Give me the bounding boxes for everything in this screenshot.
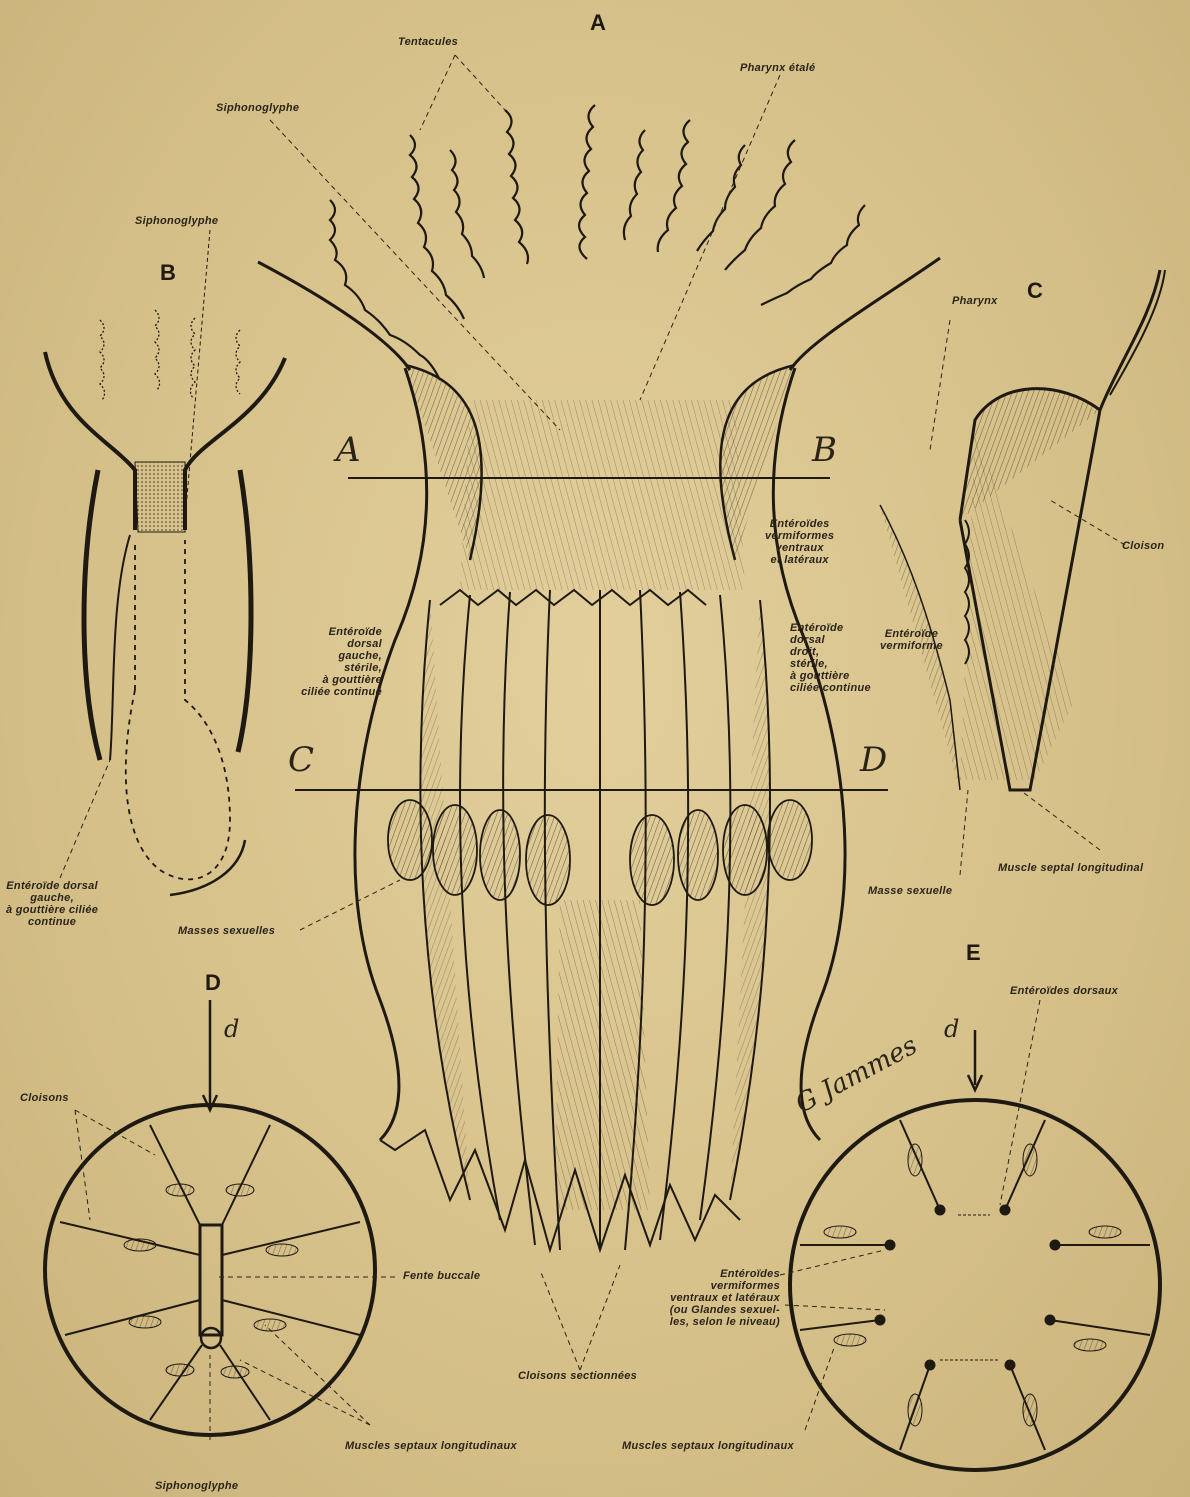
arrow-mark-e-fig: d xyxy=(944,1015,959,1043)
line: les, selon le niveau) xyxy=(610,1316,780,1328)
figure-c xyxy=(880,270,1165,790)
line: Entéroïde xyxy=(790,622,871,634)
label-muscle-septal: Muscle septal longitudinal xyxy=(998,862,1143,874)
line: stérile, xyxy=(270,662,382,674)
section-mark-b: B xyxy=(812,430,837,470)
label-enteroide-dorsal-gauche: Entéroïde dorsal gauche, stérile, à gout… xyxy=(270,626,382,698)
line: gauche, xyxy=(6,892,98,904)
line: continue xyxy=(6,916,98,928)
label-siphonoglyphe-d: Siphonoglyphe xyxy=(155,1480,238,1492)
tentacles xyxy=(330,105,865,380)
label-enteroide-dorsal-b: Entéroïde dorsal gauche, à gouttière cil… xyxy=(6,880,98,928)
label-enteroide-vermiforme-c: Entéroïde vermiforme xyxy=(880,628,943,652)
section-mark-a: A xyxy=(336,430,361,470)
line: Entéroïdes xyxy=(765,518,834,530)
line: stérile, xyxy=(790,658,871,670)
section-mark-d: D xyxy=(860,740,887,780)
label-pharynx-etale: Pharynx étalé xyxy=(740,62,815,74)
label-siphonoglyphe-a: Siphonoglyphe xyxy=(216,102,299,114)
label-tentacules: Tentacules xyxy=(398,36,458,48)
line: dorsal xyxy=(790,634,871,646)
line: Entéroïde dorsal xyxy=(6,880,98,892)
label-cloisons-sectionnees: Cloisons sectionnées xyxy=(518,1370,637,1382)
line: ciliée continue xyxy=(270,686,382,698)
label-enteroides-dorsaux: Entéroïdes dorsaux xyxy=(1010,985,1118,997)
line: et latéraux xyxy=(765,554,834,566)
figure-label-b: B xyxy=(160,260,176,286)
label-enteroide-dorsal-droit: Entéroïde dorsal droit, stérile, à goutt… xyxy=(790,622,871,694)
line: Entéroïde xyxy=(880,628,943,640)
line: vermiforme xyxy=(880,640,943,652)
arrow-mark-d-fig: d xyxy=(224,1015,239,1043)
label-fente-buccale: Fente buccale xyxy=(403,1270,480,1282)
line: vermiformes xyxy=(765,530,834,542)
line: à gouttière xyxy=(790,670,871,682)
label-enteroides-vermiformes: Entéroïdes vermiformes ventraux et latér… xyxy=(765,518,834,566)
label-muscles-septaux-e: Muscles septaux longitudinaux xyxy=(622,1440,794,1452)
line: ventraux xyxy=(765,542,834,554)
line: dorsal xyxy=(270,638,382,650)
line: à gouttière ciliée xyxy=(6,904,98,916)
figure-d xyxy=(45,1000,375,1435)
line: à gouttière xyxy=(270,674,382,686)
section-mark-c: C xyxy=(288,740,314,780)
line: ventraux et latéraux xyxy=(610,1292,780,1304)
figure-b xyxy=(45,230,285,895)
line: (ou Glandes sexuel- xyxy=(610,1304,780,1316)
line: Entéroïde xyxy=(270,626,382,638)
figure-label-e: E xyxy=(966,940,981,966)
label-cloisons-d: Cloisons xyxy=(20,1092,69,1104)
label-masse-sexuelle: Masse sexuelle xyxy=(868,885,952,897)
label-masses-sexuelles: Masses sexuelles xyxy=(178,925,275,937)
line: vermiformes xyxy=(610,1280,780,1292)
line: droit, xyxy=(790,646,871,658)
figure-label-c: C xyxy=(1027,278,1043,304)
figure-label-a: A xyxy=(590,10,606,36)
label-cloison-c: Cloison xyxy=(1122,540,1164,552)
line: Entéroïdes xyxy=(610,1268,780,1280)
line: ciliée continue xyxy=(790,682,871,694)
figure-label-d: D xyxy=(205,970,221,996)
label-siphonoglyphe-b: Siphonoglyphe xyxy=(135,215,218,227)
label-enteroides-e: Entéroïdes vermiformes ventraux et latér… xyxy=(610,1268,780,1328)
label-muscles-septaux-d: Muscles septaux longitudinaux xyxy=(345,1440,517,1452)
line: gauche, xyxy=(270,650,382,662)
label-pharynx-c: Pharynx xyxy=(952,295,998,307)
